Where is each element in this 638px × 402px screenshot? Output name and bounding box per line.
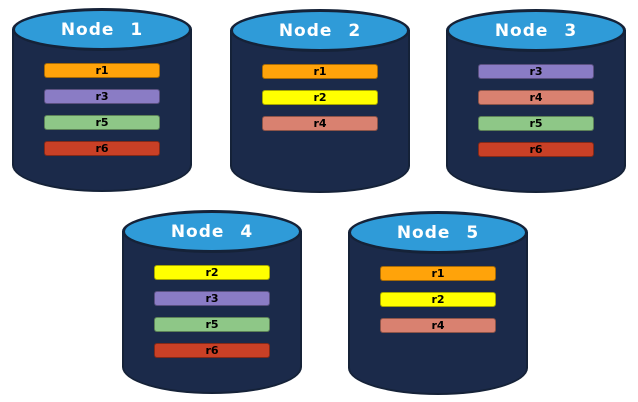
replica-bar-r4: r4 xyxy=(262,116,378,131)
replica-bar-r4: r4 xyxy=(478,90,594,105)
database-node-2: Node 2 r1 r2 r4 xyxy=(230,9,410,193)
cylinder-body xyxy=(348,232,528,395)
cylinder-top: Node 3 xyxy=(446,9,626,52)
replica-label: r4 xyxy=(313,117,327,130)
replica-bar-r5: r5 xyxy=(44,115,160,130)
cylinder-top: Node 5 xyxy=(348,211,528,254)
replica-bar-r3: r3 xyxy=(44,89,160,104)
replica-label: r3 xyxy=(205,292,219,305)
node-title: Node 2 xyxy=(278,20,362,41)
replica-list: r2 r3 r5 r6 xyxy=(122,265,302,358)
cylinder-body xyxy=(12,29,192,192)
cylinder-body xyxy=(122,231,302,394)
replica-bar-r5: r5 xyxy=(478,116,594,131)
replica-label: r5 xyxy=(205,318,219,331)
replica-bar-r1: r1 xyxy=(380,266,496,281)
replica-label: r1 xyxy=(313,65,327,78)
replica-bar-r2: r2 xyxy=(154,265,270,280)
node-title: Node 3 xyxy=(494,20,578,41)
replica-bar-r6: r6 xyxy=(44,141,160,156)
cylinder-body xyxy=(446,30,626,193)
replica-label: r3 xyxy=(95,90,109,103)
replica-label: r1 xyxy=(431,267,445,280)
replica-bar-r4: r4 xyxy=(380,318,496,333)
cylinder-top: Node 1 xyxy=(12,8,192,51)
replica-list: r1 r2 r4 xyxy=(230,64,410,131)
replica-label: r5 xyxy=(95,116,109,129)
replica-bar-r3: r3 xyxy=(478,64,594,79)
replica-label: r6 xyxy=(95,142,109,155)
node-title: Node 1 xyxy=(60,19,144,40)
replica-list: r1 r2 r4 xyxy=(348,266,528,333)
node-title: Node 5 xyxy=(396,222,480,243)
database-node-3: Node 3 r3 r4 r5 r6 xyxy=(446,9,626,193)
replica-label: r5 xyxy=(529,117,543,130)
replica-bar-r3: r3 xyxy=(154,291,270,306)
cylinder-top: Node 2 xyxy=(230,9,410,52)
replica-list: r1 r3 r5 r6 xyxy=(12,63,192,156)
replica-bar-r1: r1 xyxy=(44,63,160,78)
database-node-4: Node 4 r2 r3 r5 r6 xyxy=(122,210,302,394)
node-title: Node 4 xyxy=(170,221,254,242)
database-node-1: Node 1 r1 r3 r5 r6 xyxy=(12,8,192,192)
replica-list: r3 r4 r5 r6 xyxy=(446,64,626,157)
replica-label: r2 xyxy=(205,266,219,279)
replica-label: r6 xyxy=(205,344,219,357)
replica-bar-r5: r5 xyxy=(154,317,270,332)
replica-label: r2 xyxy=(313,91,327,104)
replica-label: r4 xyxy=(529,91,543,104)
replica-label: r4 xyxy=(431,319,445,332)
replica-bar-r2: r2 xyxy=(380,292,496,307)
database-node-5: Node 5 r1 r2 r4 xyxy=(348,211,528,395)
replica-label: r6 xyxy=(529,143,543,156)
replica-bar-r1: r1 xyxy=(262,64,378,79)
cylinder-body xyxy=(230,30,410,193)
replica-bar-r6: r6 xyxy=(478,142,594,157)
replica-label: r1 xyxy=(95,64,109,77)
replica-label: r3 xyxy=(529,65,543,78)
cylinder-top: Node 4 xyxy=(122,210,302,253)
replica-label: r2 xyxy=(431,293,445,306)
replica-bar-r6: r6 xyxy=(154,343,270,358)
replica-bar-r2: r2 xyxy=(262,90,378,105)
